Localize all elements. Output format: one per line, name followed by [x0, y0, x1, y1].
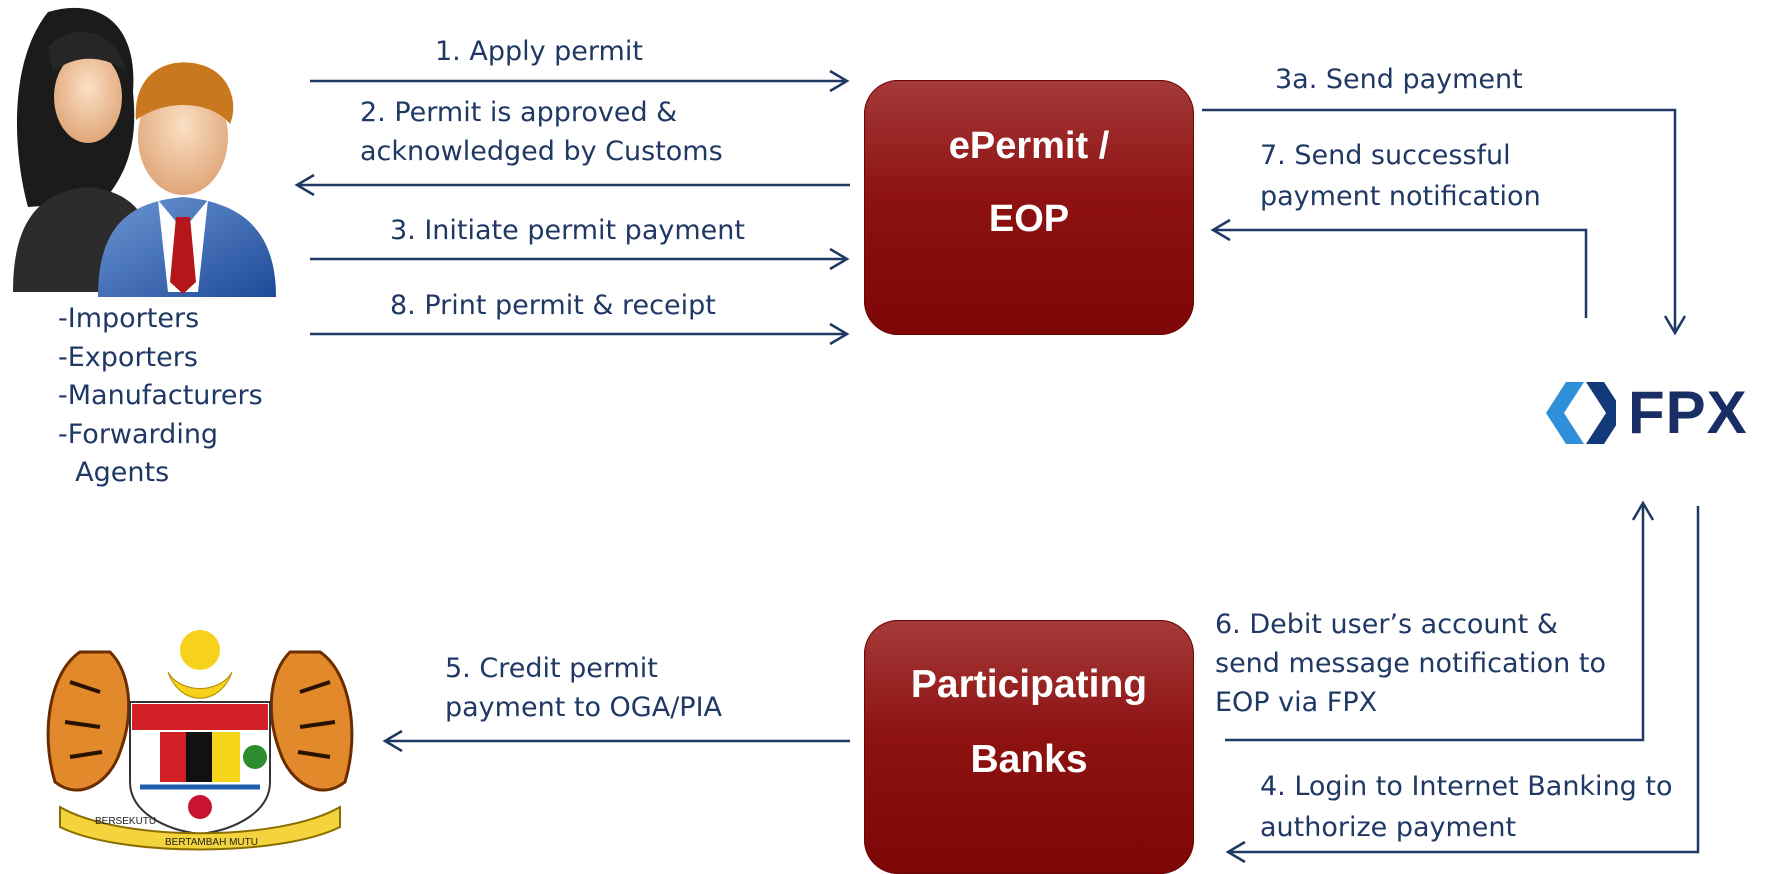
step-4-label-line1: 4. Login to Internet Banking to: [1260, 771, 1673, 802]
step-3a-label: 3a. Send payment: [1275, 64, 1523, 95]
arrowhead-debit-account: [1631, 500, 1655, 521]
user-roles-list: -Importers -Exporters -Manufacturers -Fo…: [58, 300, 263, 493]
step-6-label-line3: EOP via FPX: [1215, 687, 1378, 718]
step-7-label-line2: payment notification: [1260, 181, 1541, 212]
user-role: -Importers: [58, 303, 200, 334]
users-icon: [13, 7, 276, 297]
step-6-label-line1: 6. Debit user’s account &: [1215, 609, 1558, 640]
arrow-send-payment: [1202, 108, 1677, 333]
arrowhead-initiate-payment: [829, 247, 850, 271]
epermit-eop-box: ePermit / EOP: [864, 80, 1194, 335]
ribbon-left-text: BERSEKUTU: [95, 816, 156, 827]
arrowhead-apply-permit: [829, 69, 850, 93]
banks-title-line2: Banks: [970, 738, 1088, 781]
arrowhead-send-payment: [1663, 315, 1687, 336]
user-role: -Manufacturers: [58, 380, 263, 411]
coat-of-arms-icon: BERSEKUTU BERTAMBAH MUTU: [46, 630, 354, 851]
epermit-title-line1: ePermit /: [948, 125, 1110, 167]
step-3-label: 3. Initiate permit payment: [390, 215, 745, 246]
arrowhead-credit-payment: [382, 729, 403, 753]
arrow-debit-account: [1225, 503, 1645, 742]
arrowhead-print-permit: [829, 322, 850, 346]
step-8-label: 8. Print permit & receipt: [390, 290, 716, 321]
step-4-label-line2: authorize payment: [1260, 812, 1517, 843]
arrow-successful-notification: [1213, 228, 1588, 318]
arrow-login-banking: [1228, 506, 1700, 854]
step-2-label-line1: 2. Permit is approved &: [360, 97, 678, 128]
banks-title-line1: Participating: [910, 663, 1148, 706]
step-5-label-line1: 5. Credit permit: [445, 653, 658, 684]
step-7-label-line1: 7. Send successful: [1260, 140, 1511, 171]
user-role: -Exporters: [58, 341, 198, 373]
fpx-logo: FPX: [1546, 378, 1777, 448]
step-6-label-line2: send message notification to: [1215, 648, 1606, 679]
arrowhead-login-banking: [1225, 840, 1246, 864]
ribbon-bottom-text: BERTAMBAH MUTU: [165, 837, 258, 848]
fpx-logo-text: FPX: [1628, 379, 1748, 446]
step-2-label-line2: acknowledged by Customs: [360, 136, 723, 167]
user-role: Agents: [58, 457, 170, 488]
arrowhead-successful-notification: [1210, 218, 1231, 242]
step-5-label-line2: payment to OGA/PIA: [445, 692, 723, 723]
arrowhead-permit-approved: [294, 173, 315, 197]
participating-banks-box: Participating Banks: [864, 620, 1194, 874]
fpx-chevron-icon: [1546, 382, 1616, 444]
user-role: -Forwarding: [58, 418, 219, 450]
epermit-title-line2: EOP: [988, 198, 1070, 240]
step-1-label: 1. Apply permit: [435, 36, 643, 67]
